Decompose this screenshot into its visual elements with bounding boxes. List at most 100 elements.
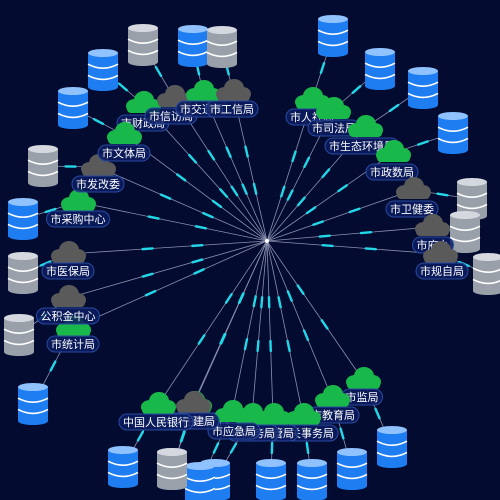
- department-label: 市医保局: [41, 262, 95, 280]
- department-name: 市采购中心: [51, 212, 106, 226]
- department-name: 市卫健委: [390, 202, 434, 216]
- data-flow-marker: [230, 185, 239, 197]
- database-icon: [184, 462, 216, 500]
- department-node[interactable]: 市应急局: [207, 400, 261, 440]
- cloud-icon: [51, 241, 86, 263]
- data-flow-marker: [359, 230, 373, 235]
- cloud-icon: [107, 122, 142, 144]
- data-flow-marker: [194, 225, 207, 230]
- database-icon: [407, 67, 439, 109]
- department-node[interactable]: 市卫健委: [385, 177, 439, 218]
- data-flow-marker: [207, 149, 216, 161]
- department-node[interactable]: 市政数局: [365, 140, 419, 181]
- data-flow-marker: [337, 184, 348, 193]
- department-label: 市采购中心: [46, 210, 110, 228]
- department-name: 市监局: [346, 390, 379, 404]
- department-name: 市生态环境局: [329, 139, 395, 153]
- department-label: 中国人民银行: [118, 413, 194, 431]
- data-flow-marker: [193, 268, 205, 275]
- data-flow-marker: [312, 220, 325, 226]
- cloud-icon: [316, 97, 351, 119]
- database-icon: [127, 24, 159, 66]
- department-label: 市统计局: [46, 335, 100, 353]
- hub-link: [202, 92, 268, 242]
- database-icon: [7, 252, 39, 294]
- data-flow-marker: [252, 182, 258, 195]
- data-flow-marker: [256, 339, 260, 353]
- database-icon: [449, 211, 481, 253]
- database-icon: [206, 26, 238, 68]
- department-name: 市教育局: [311, 408, 355, 422]
- hub-link: [266, 240, 364, 381]
- cloud-icon: [415, 214, 450, 236]
- data-flow-marker: [305, 441, 310, 455]
- data-flow-marker: [237, 292, 245, 304]
- cloud-icon: [176, 391, 211, 413]
- department-node[interactable]: 市住建局: [166, 391, 220, 430]
- data-flow-marker: [225, 146, 232, 158]
- hub-link: [266, 240, 304, 417]
- department-node[interactable]: 中国人民银行: [118, 392, 194, 431]
- data-flow-marker: [319, 62, 326, 74]
- hub-link: [72, 240, 268, 329]
- data-flow-marker: [280, 185, 286, 198]
- data-flow-marker: [154, 65, 163, 78]
- data-flow-marker: [351, 85, 362, 94]
- department-label: 市应急局: [207, 422, 261, 440]
- department-name: 市工信局: [210, 102, 254, 116]
- department-label: 市政数局: [365, 163, 419, 181]
- data-flow-marker: [147, 215, 160, 220]
- department-node[interactable]: 市工信局: [205, 79, 259, 118]
- cloud-icon: [51, 285, 86, 307]
- database-icon: [7, 198, 39, 240]
- department-label: 市卫健委: [385, 200, 439, 218]
- department-name: 市规自局: [420, 264, 464, 278]
- data-flow-marker: [179, 430, 186, 443]
- cloud-icon: [141, 392, 176, 414]
- data-flow-marker: [348, 207, 361, 214]
- hub-link: [67, 240, 268, 299]
- data-flow-marker: [277, 296, 282, 309]
- database-icon: [472, 253, 500, 295]
- database-nodes: [3, 15, 500, 500]
- data-flow-marker: [374, 407, 381, 420]
- database-icon: [255, 459, 287, 500]
- department-label: 市规自局: [415, 262, 469, 280]
- department-node[interactable]: 公积金中心: [36, 285, 100, 325]
- hub-node: [265, 239, 269, 243]
- department-name: 市政数局: [370, 165, 414, 179]
- cloud-icon: [348, 115, 383, 137]
- cloud-icon: [286, 403, 321, 425]
- data-flow-marker: [219, 188, 229, 198]
- data-flow-marker: [224, 293, 233, 304]
- department-name: 市司法局: [312, 121, 356, 135]
- data-flow-marker: [188, 153, 198, 164]
- database-icon: [107, 446, 139, 488]
- data-flow-marker: [321, 168, 331, 179]
- hub-link: [77, 201, 268, 242]
- department-node[interactable]: 市规自局: [415, 241, 469, 280]
- data-flow-marker: [229, 442, 238, 454]
- hub-link: [251, 240, 268, 417]
- data-flow-marker: [260, 296, 264, 309]
- department-node[interactable]: 市司法局: [307, 97, 361, 137]
- data-flow-marker: [291, 150, 297, 163]
- database-icon: [177, 25, 209, 67]
- hub-link: [266, 240, 441, 255]
- data-flow-marker: [388, 103, 400, 113]
- data-flow-marker: [252, 295, 257, 308]
- department-node[interactable]: 市文体局: [97, 122, 151, 162]
- data-flow-marker: [302, 329, 310, 342]
- department-node[interactable]: 市采购中心: [46, 189, 110, 228]
- database-icon: [296, 459, 328, 500]
- department-label: 市发改委: [71, 175, 125, 193]
- department-name: 市应急局: [212, 424, 256, 438]
- department-node[interactable]: 市医保局: [41, 241, 95, 280]
- data-flow-marker: [296, 284, 305, 295]
- department-name: 市统计局: [51, 337, 95, 351]
- data-flow-marker: [44, 207, 57, 214]
- data-flow-marker: [305, 206, 317, 215]
- data-flow-marker: [318, 234, 331, 238]
- cloud-icon: [376, 140, 411, 162]
- database-icon: [456, 178, 488, 220]
